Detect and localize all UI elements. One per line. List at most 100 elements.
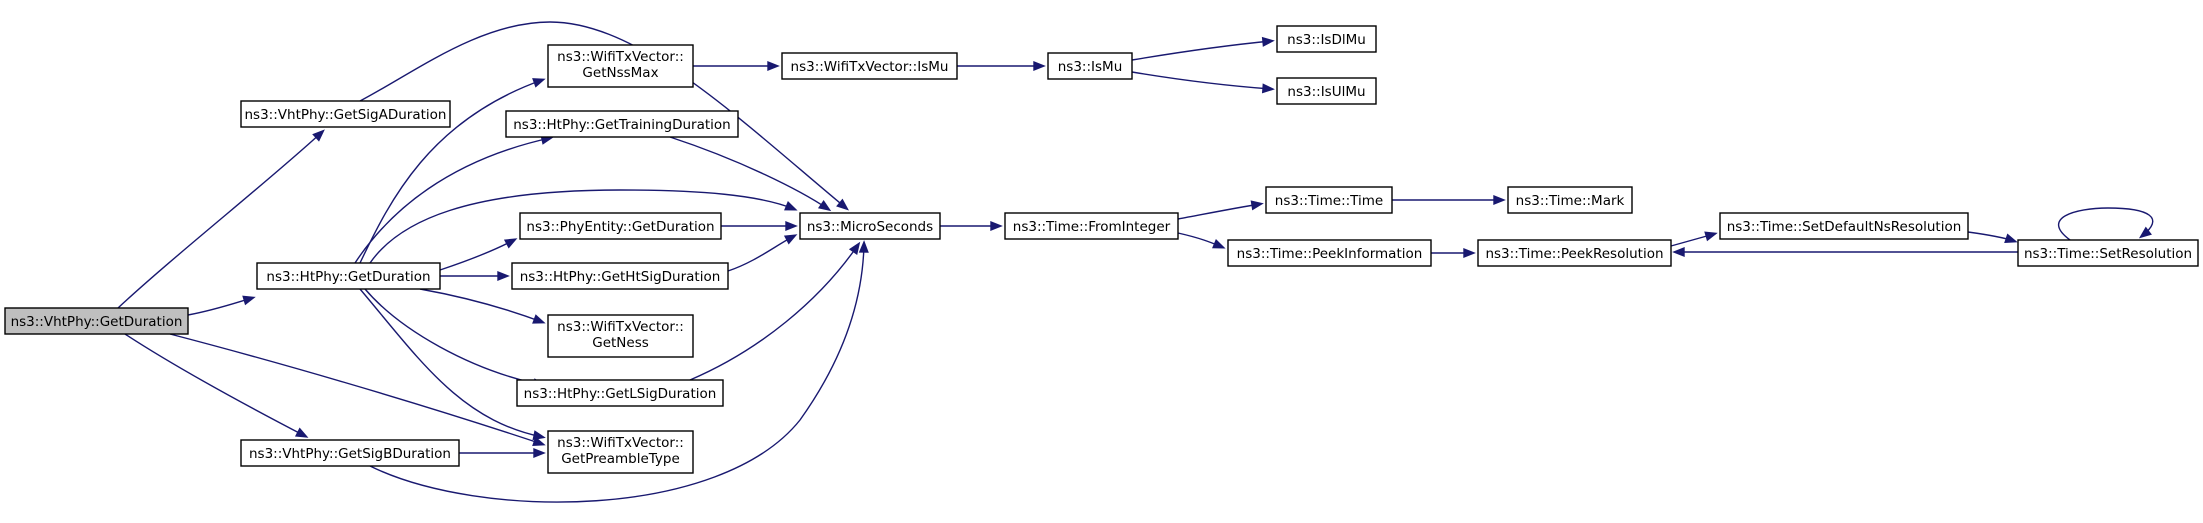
node-label: ns3::WifiTxVector::IsMu <box>791 59 949 75</box>
edge-n6-n12 <box>721 220 798 232</box>
node-vhtphy-getsigbduration[interactable]: ns3::VhtPhy::GetSigBDuration <box>240 439 460 467</box>
node-label: ns3::MicroSeconds <box>807 219 933 235</box>
node-wifitxvector-getnssmax[interactable]: ns3::WifiTxVector::GetNssMax <box>547 44 694 88</box>
edge-n2-n7 <box>440 270 510 282</box>
edge-line <box>689 244 859 381</box>
edge-arrowhead <box>1704 231 1718 242</box>
edge-n13-n15 <box>1131 71 1275 94</box>
node-label: ns3::HtPhy::GetTrainingDuration <box>513 117 730 133</box>
node-time-mark[interactable]: ns3::Time::Mark <box>1507 186 1633 214</box>
node-time-time[interactable]: ns3::Time::Time <box>1265 186 1393 214</box>
edge-line <box>359 288 543 438</box>
node-label: ns3::VhtPhy::GetDuration <box>11 314 183 330</box>
edge-arrowhead <box>848 241 861 256</box>
edge-arrowhead <box>784 201 798 211</box>
node-box <box>1477 239 1672 267</box>
edge-line <box>1131 71 1272 90</box>
edge-arrowhead <box>503 238 518 249</box>
edge-arrowhead <box>858 240 869 253</box>
node-isdlmu[interactable]: ns3::IsDlMu <box>1276 25 1377 53</box>
node-box <box>1004 212 1179 240</box>
edge-line <box>359 21 847 209</box>
edge-arrowhead <box>294 427 309 438</box>
node-time-setdefaultnsresolution[interactable]: ns3::Time::SetDefaultNsResolution <box>1719 212 1969 240</box>
node-time-frominteger[interactable]: ns3::Time::FromInteger <box>1004 212 1179 240</box>
edge-arrowhead <box>1463 247 1476 259</box>
edge-arrowhead <box>1261 36 1275 47</box>
node-wifitxvector-ismu[interactable]: ns3::WifiTxVector::IsMu <box>781 52 958 80</box>
edge-line <box>669 136 829 210</box>
node-box <box>519 212 722 240</box>
node-label: ns3::IsUlMu <box>1287 84 1365 100</box>
edge-arrowhead <box>1212 239 1226 249</box>
edge-n16-n17 <box>1177 200 1264 220</box>
edge-line <box>1177 203 1261 220</box>
node-time-setresolution[interactable]: ns3::Time::SetResolution <box>2017 239 2199 267</box>
node-box <box>547 314 694 358</box>
edge-line <box>727 235 795 272</box>
edge-line <box>124 333 306 437</box>
node-box <box>1265 186 1393 214</box>
edge-line <box>117 131 323 309</box>
edge-line <box>359 79 543 264</box>
edge-n0-n1 <box>117 129 325 309</box>
edge-arrowhead <box>1033 60 1046 72</box>
edge-arrowhead <box>1261 83 1275 94</box>
edge-arrowhead <box>2138 226 2152 239</box>
node-box <box>505 110 739 138</box>
edge-arrowhead <box>497 270 510 282</box>
node-htphy-gettrainingduration[interactable]: ns3::HtPhy::GetTrainingDuration <box>505 110 739 138</box>
edge-n0-n2 <box>187 295 256 316</box>
edge-n17-n19 <box>1392 194 1506 206</box>
node-box <box>240 100 451 128</box>
node-box <box>799 212 941 240</box>
node-label: GetPreambleType <box>561 451 680 467</box>
node-isulmu[interactable]: ns3::IsUlMu <box>1276 77 1377 105</box>
node-label: ns3::PhyEntity::GetDuration <box>526 219 714 235</box>
node-time-peekinformation[interactable]: ns3::Time::PeekInformation <box>1227 239 1432 267</box>
edge-n2-n12 <box>369 189 798 264</box>
edge-arrowhead <box>785 220 798 232</box>
call-edges <box>117 21 2154 503</box>
node-htphy-getduration[interactable]: ns3::HtPhy::GetDuration <box>256 262 441 290</box>
node-vhtphy-getduration[interactable]: ns3::VhtPhy::GetDuration <box>4 307 189 335</box>
node-label: ns3::Time::FromInteger <box>1013 219 1171 235</box>
edge-arrowhead <box>2004 233 2018 244</box>
node-htphy-getlsigduration[interactable]: ns3::HtPhy::GetLSigDuration <box>516 379 724 407</box>
node-label: GetNess <box>592 335 649 351</box>
edge-line <box>369 189 795 264</box>
edge-n9-n12 <box>689 241 861 381</box>
edge-n2-n9 <box>364 288 546 389</box>
edge-n1-n12 <box>359 21 849 211</box>
node-box <box>1227 239 1432 267</box>
node-time-peekresolution[interactable]: ns3::Time::PeekResolution <box>1477 239 1672 267</box>
node-vhtphy-getsigaduration[interactable]: ns3::VhtPhy::GetSigADuration <box>240 100 451 128</box>
node-label: ns3::VhtPhy::GetSigBDuration <box>249 446 451 462</box>
node-phyentity-getduration[interactable]: ns3::PhyEntity::GetDuration <box>519 212 722 240</box>
node-label: ns3::Time::SetDefaultNsResolution <box>1727 219 1962 235</box>
edge-line <box>364 288 543 386</box>
node-htphy-gethtsigduration[interactable]: ns3::HtPhy::GetHtSigDuration <box>511 262 729 290</box>
node-label: ns3::Time::Mark <box>1516 193 1625 209</box>
edge-n2-n6 <box>439 238 518 271</box>
edge-line <box>439 239 515 271</box>
node-box <box>2017 239 2199 267</box>
node-ismu[interactable]: ns3::IsMu <box>1047 52 1133 80</box>
node-box <box>511 262 729 290</box>
node-microseconds[interactable]: ns3::MicroSeconds <box>799 212 941 240</box>
edge-arrowhead <box>1672 246 1685 258</box>
edge-arrowhead <box>532 430 546 441</box>
edge-arrowhead <box>532 78 546 88</box>
edge-n4-n11 <box>693 60 780 72</box>
edge-n11-n13 <box>957 60 1046 72</box>
edge-n2-n8 <box>419 288 546 324</box>
edge-n22-n20 <box>1672 246 2018 258</box>
edge-arrowhead <box>1250 200 1264 211</box>
edge-n20-n21 <box>1670 231 1718 247</box>
edge-arrowhead <box>1493 194 1506 206</box>
edge-n18-n20 <box>1431 247 1476 259</box>
node-wifitxvector-getpreambletype[interactable]: ns3::WifiTxVector::GetPreambleType <box>547 430 694 474</box>
node-wifitxvector-getness[interactable]: ns3::WifiTxVector::GetNess <box>547 314 694 358</box>
node-box <box>1047 52 1133 80</box>
